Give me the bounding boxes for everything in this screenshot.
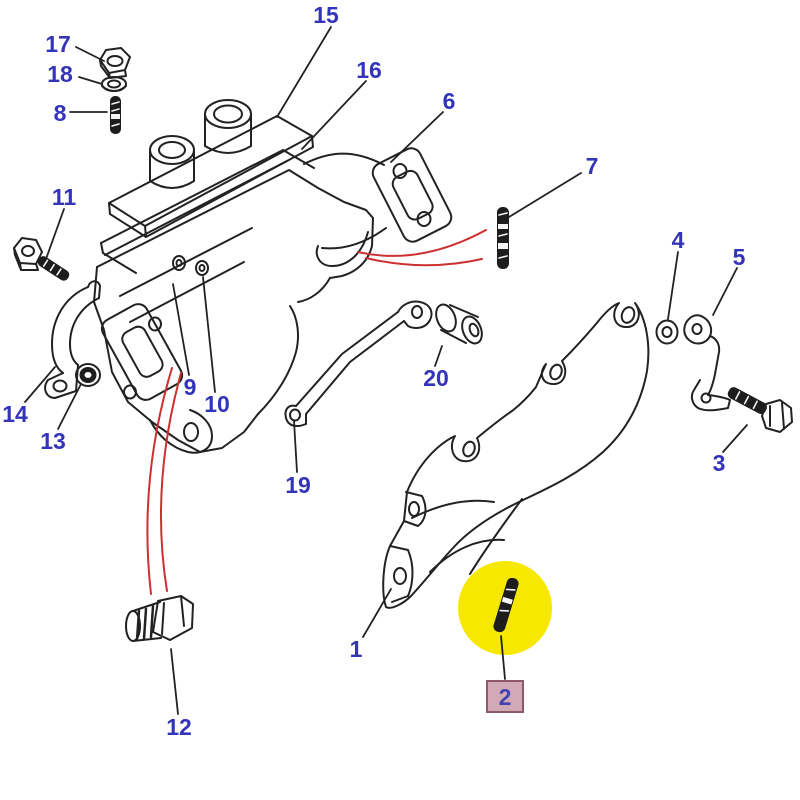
callout-16[interactable]: 16	[356, 57, 382, 83]
exhaust-manifold	[382, 302, 650, 609]
leader-line-15	[276, 26, 332, 118]
leader-line-6	[390, 111, 444, 163]
bolt-11	[13, 237, 70, 281]
washer-4	[655, 319, 679, 345]
elbow-flange	[303, 147, 453, 267]
leader-line-layer	[24, 26, 748, 715]
leader-line-18	[78, 76, 103, 85]
leader-line-9	[172, 283, 190, 376]
callout-8[interactable]: 8	[54, 100, 67, 126]
leader-line-20	[434, 345, 443, 367]
callout-19[interactable]: 19	[285, 472, 311, 498]
stud-7	[497, 207, 509, 269]
leader-line-12	[170, 648, 179, 715]
cylinder-port-right	[204, 99, 252, 154]
callout-12[interactable]: 12	[166, 714, 192, 740]
curved-bracket	[44, 280, 101, 399]
leader-line-4	[667, 251, 679, 320]
red-reference-curve-1	[357, 229, 487, 257]
red-reference-curve-3	[146, 367, 173, 595]
callout-20[interactable]: 20	[423, 365, 449, 391]
red-reference-curve-4	[160, 372, 182, 592]
callout-3[interactable]: 3	[713, 450, 726, 476]
stud-8	[110, 96, 121, 134]
leader-line-5	[712, 267, 738, 316]
red-reference-layer	[146, 229, 487, 595]
leader-line-1	[362, 588, 392, 638]
leader-line-11	[45, 208, 65, 260]
callout-10[interactable]: 10	[204, 391, 230, 417]
flat-washer	[101, 76, 127, 92]
gasket	[100, 149, 315, 274]
bolt-3	[727, 387, 793, 433]
leader-line-7	[508, 172, 582, 218]
grommet-washer	[75, 363, 101, 387]
callout-5[interactable]: 5	[733, 244, 746, 270]
callout-17[interactable]: 17	[45, 31, 71, 57]
callout-1[interactable]: 1	[350, 636, 363, 662]
manifold-body	[93, 169, 374, 453]
red-reference-curve-2	[365, 257, 483, 267]
stay-bracket	[284, 300, 433, 427]
leader-line-14	[24, 366, 56, 403]
hook-bracket	[683, 314, 731, 412]
callout-4[interactable]: 4	[672, 227, 685, 253]
spacer-bushing	[435, 303, 483, 345]
callout-label-layer: 17 18 8 15 16 6 7 11 4 5 9 10 20 14 13 3 19 1 12 2	[2, 2, 745, 740]
callout-7[interactable]: 7	[586, 153, 599, 179]
cover-plate	[108, 115, 314, 238]
hex-nut	[99, 47, 131, 79]
leader-line-10	[202, 276, 216, 393]
leader-line-13	[57, 383, 82, 430]
leader-line-17	[75, 46, 105, 62]
callout-6[interactable]: 6	[443, 88, 456, 114]
callout-11[interactable]: 11	[52, 184, 77, 210]
callout-18[interactable]: 18	[47, 61, 73, 87]
leader-line-19	[293, 420, 298, 473]
callout-15[interactable]: 15	[313, 2, 339, 28]
artwork-layer	[13, 47, 793, 642]
callout-14[interactable]: 14	[2, 401, 28, 427]
stud-2	[493, 577, 519, 633]
callout-9[interactable]: 9	[184, 374, 197, 400]
plug-12	[125, 595, 194, 642]
manifold-assembly	[93, 99, 453, 454]
leader-line-16	[301, 80, 367, 150]
leader-line-2	[500, 635, 506, 680]
callout-2[interactable]: 2	[499, 684, 512, 710]
selected-part-box[interactable]	[486, 680, 524, 713]
cylinder-port-left	[149, 135, 195, 189]
leader-line-3	[722, 424, 748, 453]
callout-13[interactable]: 13	[40, 428, 66, 454]
